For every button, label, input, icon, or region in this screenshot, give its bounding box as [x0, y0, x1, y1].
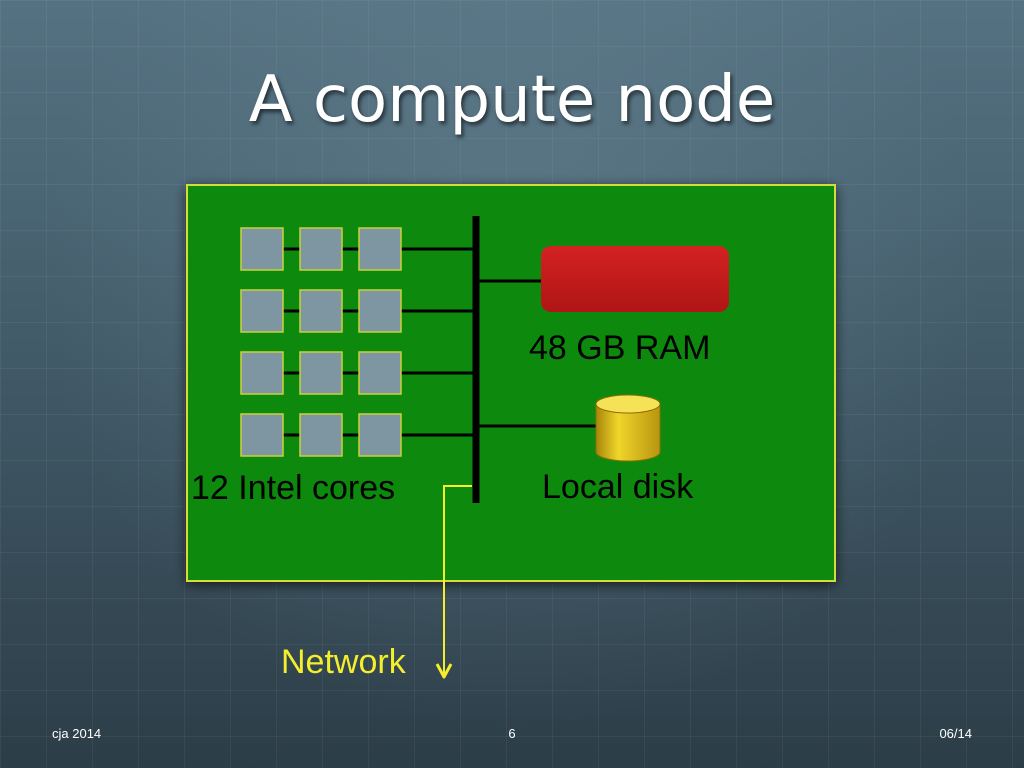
network-link: [443, 485, 472, 674]
cpu-core: [299, 351, 343, 395]
network-arrow-icon: [435, 663, 453, 679]
node-board: [186, 184, 836, 582]
cpu-core: [358, 289, 402, 333]
footer-date: 06/14: [939, 726, 972, 741]
cpu-core: [240, 413, 284, 457]
cores-label: 12 Intel cores: [191, 469, 396, 507]
cpu-core: [358, 227, 402, 271]
cpu-core: [358, 351, 402, 395]
footer-author: cja 2014: [52, 726, 102, 741]
cpu-core: [358, 413, 402, 457]
slide-title: A compute node: [248, 63, 776, 137]
ram-module: [541, 246, 729, 312]
cpu-core: [240, 289, 284, 333]
network-label: Network: [281, 643, 406, 681]
cpu-core: [240, 227, 284, 271]
bus-links: [401, 247, 476, 437]
core-grid: [240, 227, 402, 457]
footer-page-number: 6: [508, 726, 516, 741]
cpu-core: [299, 227, 343, 271]
disk-cylinder: [595, 394, 661, 462]
ram-label: 48 GB RAM: [529, 329, 711, 367]
cpu-core: [240, 351, 284, 395]
disk-label: Local disk: [542, 468, 694, 506]
cpu-core: [299, 289, 343, 333]
cpu-core: [299, 413, 343, 457]
